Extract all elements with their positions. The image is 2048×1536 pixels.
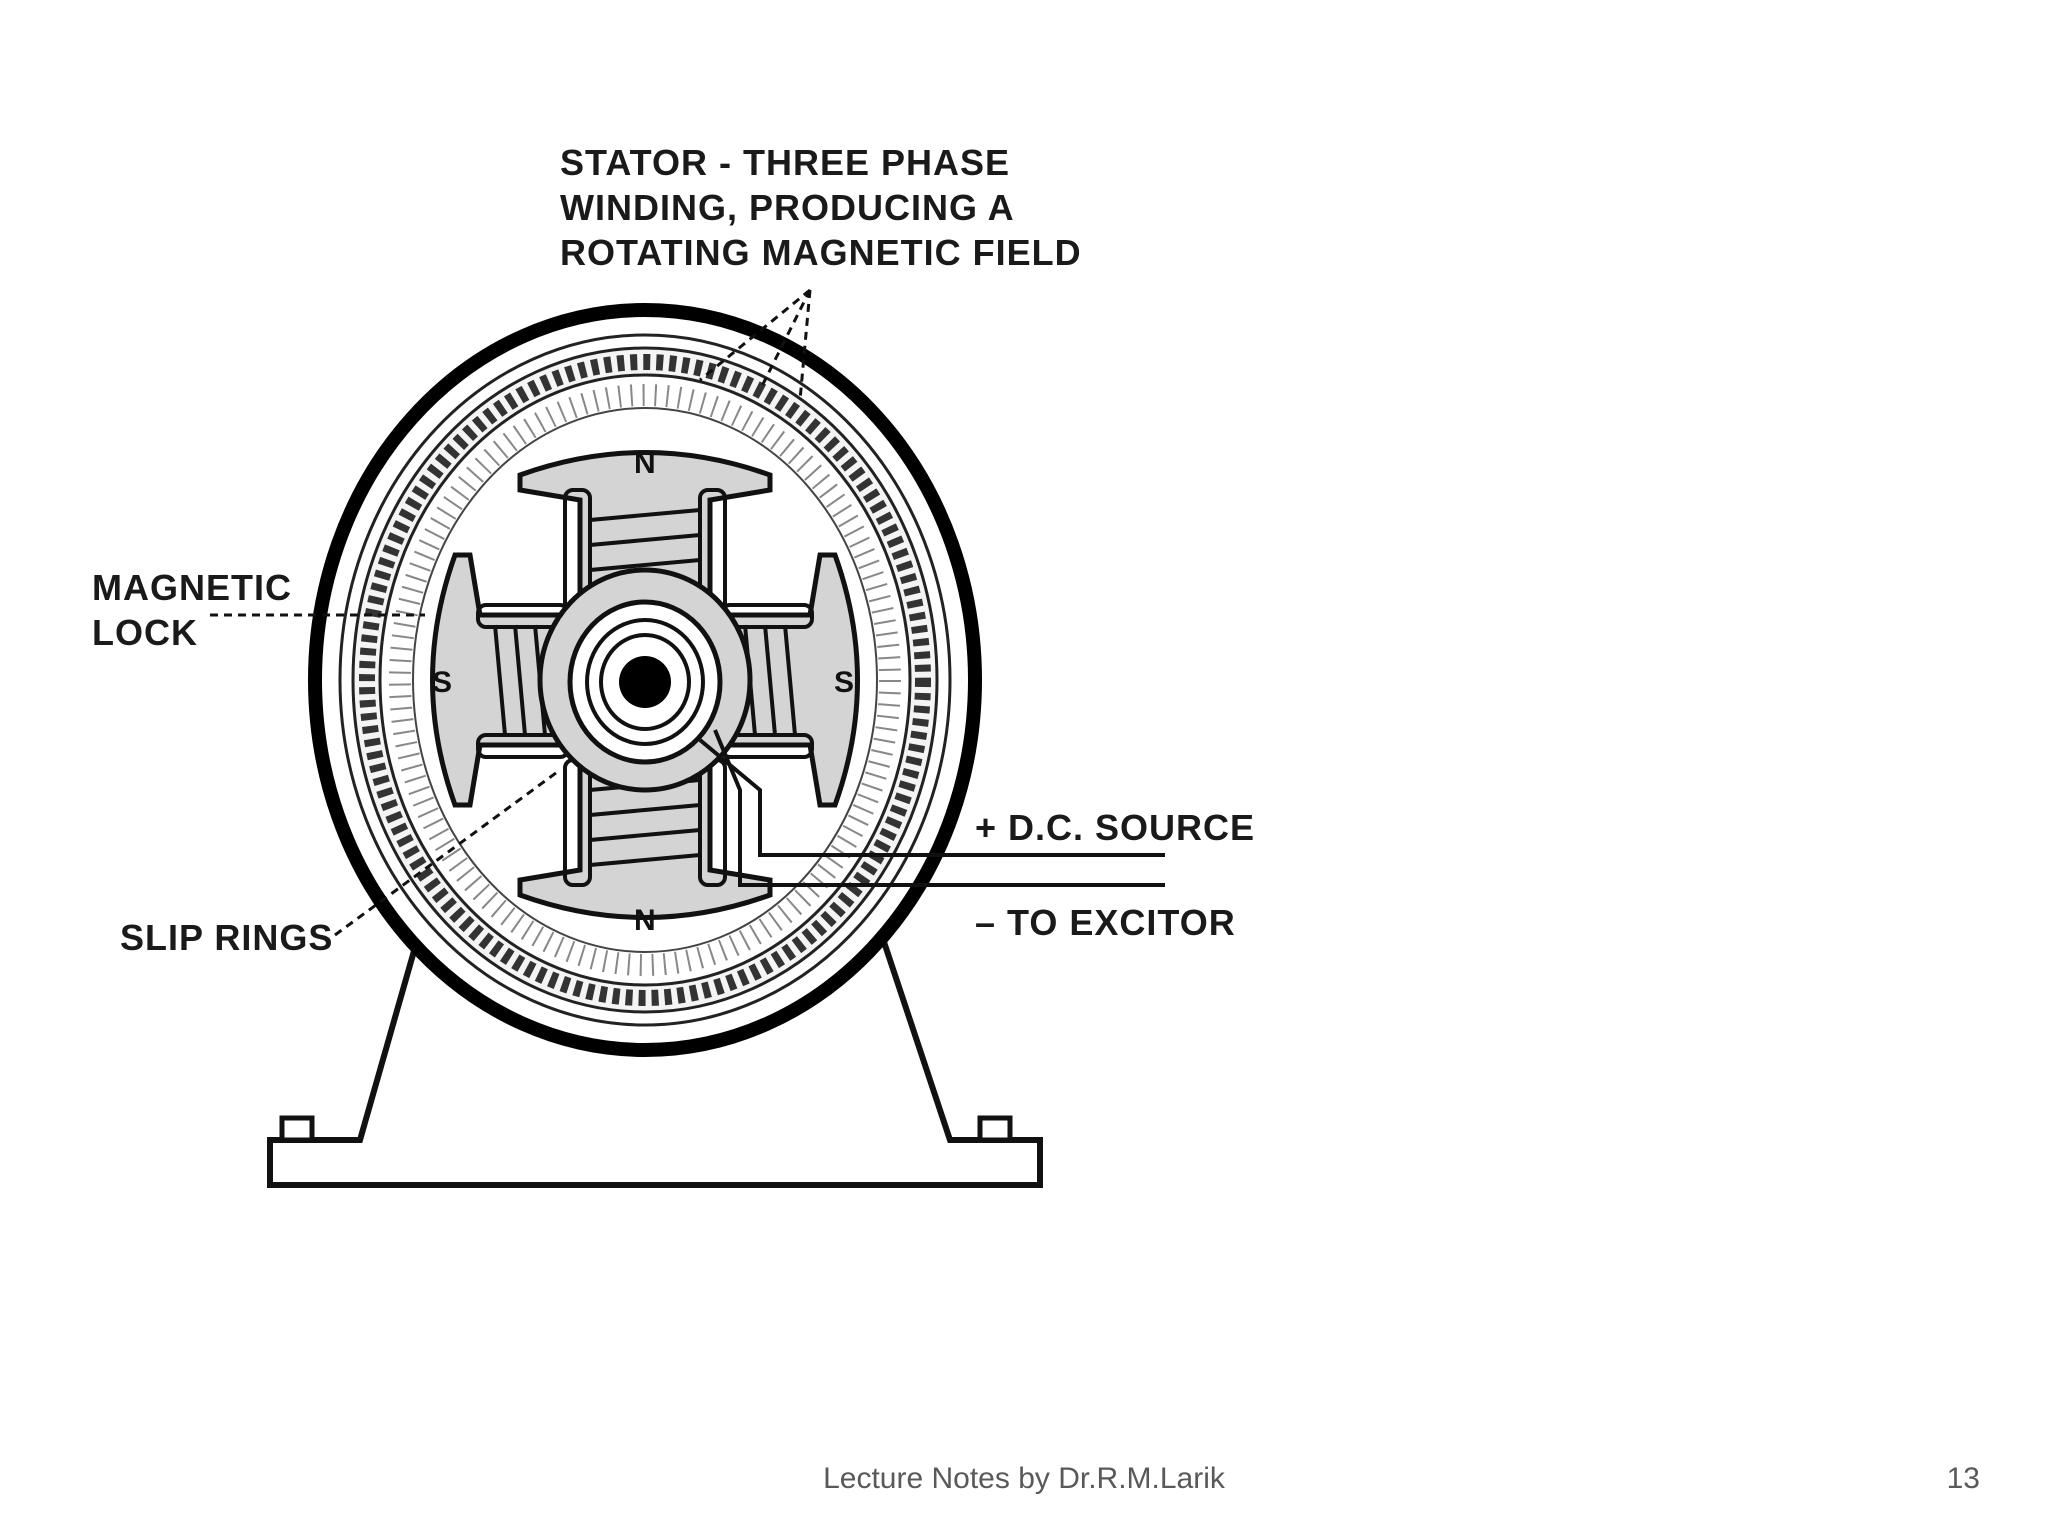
stator-leader-arrows [699, 288, 812, 401]
slip-rings [567, 599, 723, 765]
excitor-label: – TO EXCITOR [975, 902, 1236, 943]
footer-text: Lecture Notes by Dr.R.M.Larik [823, 1462, 1225, 1495]
rotor-pole-right: S [720, 552, 860, 808]
pole-label-top: N [634, 447, 656, 480]
stator-label-line-2: WINDING, PRODUCING A [560, 187, 1015, 228]
stator-label-line-1: STATOR - THREE PHASE [560, 142, 1010, 183]
magnetic-lock-label-line-2: LOCK [92, 612, 198, 653]
dc-source-label: + D.C. SOURCE [975, 807, 1255, 848]
page-number: 13 [1946, 1462, 1980, 1495]
magnetic-lock-label-line-1: MAGNETIC [92, 567, 292, 608]
pole-label-right: S [834, 666, 854, 699]
shaft [619, 656, 671, 708]
pole-label-bottom: N [634, 904, 656, 937]
dc-leads [698, 729, 1165, 887]
stator-label: STATOR - THREE PHASE WINDING, PRODUCING … [560, 142, 1082, 273]
slip-rings-label: SLIP RINGS [120, 917, 333, 958]
magnetic-lock-label: MAGNETIC LOCK [92, 567, 292, 653]
pole-label-left: S [432, 666, 452, 699]
slip-rings-leader [334, 768, 561, 937]
frame-inner-edge [338, 333, 952, 1027]
stator-label-line-3: ROTATING MAGNETIC FIELD [560, 232, 1082, 273]
rotor-pole-left: S [430, 552, 570, 808]
